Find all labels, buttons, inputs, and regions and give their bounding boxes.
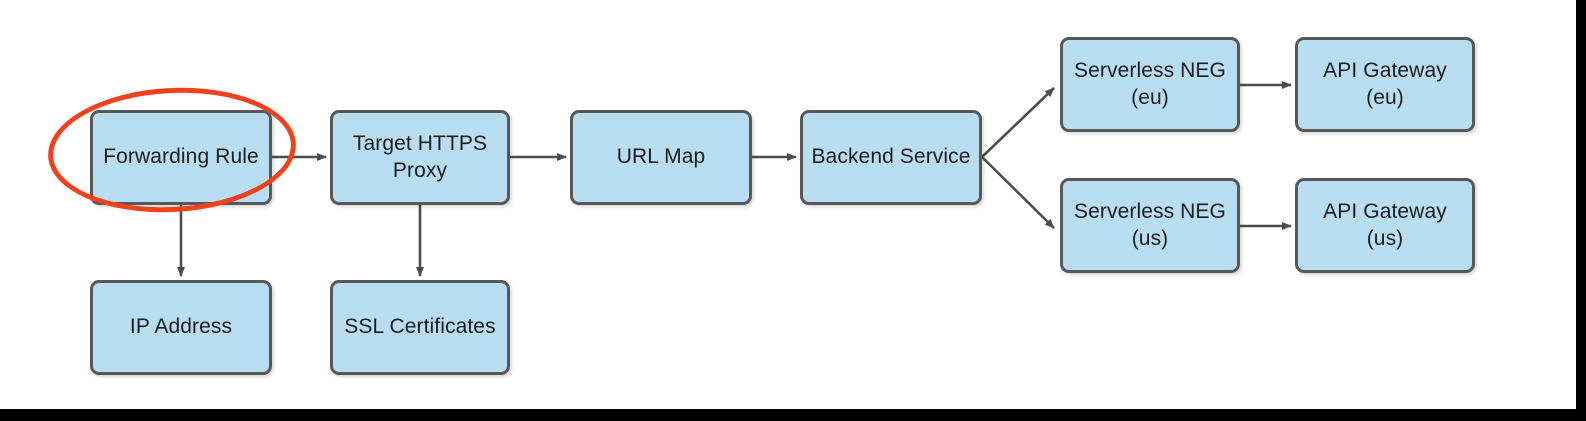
node-ip-address[interactable]: IP Address	[90, 280, 272, 375]
node-serverless-neg-eu[interactable]: Serverless NEG (eu)	[1060, 37, 1240, 132]
node-api-gateway-eu[interactable]: API Gateway (eu)	[1295, 37, 1475, 132]
edge-backend-service-to-serverless-neg-us	[981, 156, 1055, 229]
node-backend-service[interactable]: Backend Service	[800, 110, 982, 205]
frame-bottom-border	[0, 409, 1586, 421]
node-serverless-neg-us[interactable]: Serverless NEG (us)	[1060, 178, 1240, 273]
node-ssl-certificates[interactable]: SSL Certificates	[330, 280, 510, 375]
node-forwarding-rule[interactable]: Forwarding Rule	[90, 110, 272, 205]
node-api-gateway-us[interactable]: API Gateway (us)	[1295, 178, 1475, 273]
node-url-map[interactable]: URL Map	[570, 110, 752, 205]
edge-backend-service-to-serverless-neg-eu	[981, 87, 1055, 158]
frame-right-border	[1576, 0, 1586, 421]
node-target-https-proxy[interactable]: Target HTTPS Proxy	[330, 110, 510, 205]
